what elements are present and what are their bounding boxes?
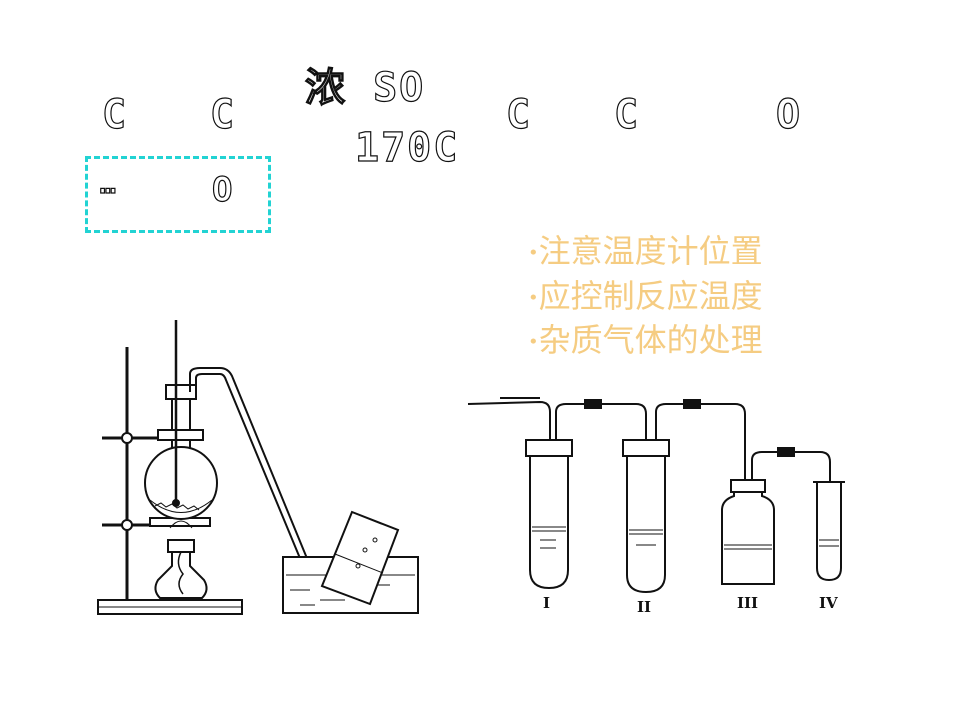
note-item: •注意温度计位置 [528,232,763,270]
equation-product-c: O [775,91,803,138]
bottle-label: IV [819,594,838,612]
bottle-label: I [543,594,550,612]
notes-list: •注意温度计位置 •应控制反应温度 •杂质气体的处理 [528,230,763,364]
note-item: •应控制反应温度 [528,276,763,315]
equation-condition-top: 浓 SO [304,64,426,111]
bottle-label: III [737,594,758,612]
equation-product-b: C [613,91,641,138]
dashed-highlight-box [85,156,271,233]
equation-condition-bottom: 170C [354,124,460,171]
bottle-label: II [637,598,651,616]
equation-reactant-b: C [209,91,237,138]
highlight-fragment-right: O [211,169,235,210]
highlight-fragment-left: … [99,169,118,200]
equation-reactant-a: C [101,91,129,138]
note-item: •杂质气体的处理 [528,321,763,359]
gas-washing-train [467,397,845,594]
equation-product-a: C [505,91,533,138]
generator-apparatus [97,320,419,615]
